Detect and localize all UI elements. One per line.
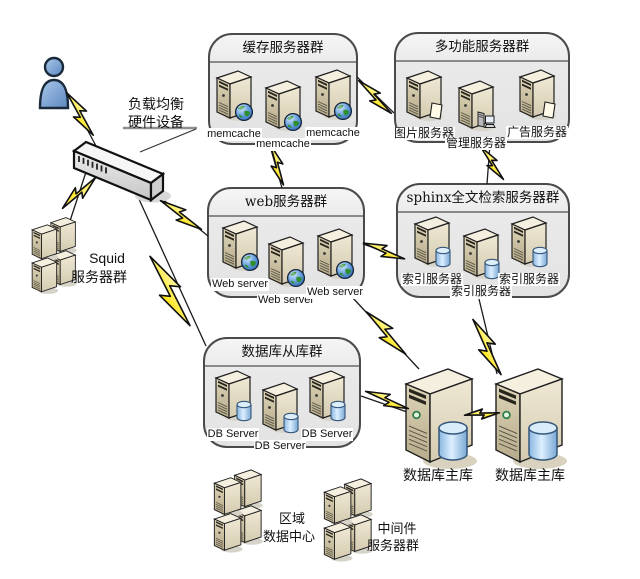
server-tower-icon <box>511 216 549 268</box>
server-tower-icon <box>216 70 254 122</box>
server-tower-icon <box>315 69 353 121</box>
regional-dc-server-stack-icon <box>214 470 262 553</box>
db-master-right-label: 数据库主库 <box>495 468 565 484</box>
globe-icon <box>333 101 353 121</box>
switch-ports <box>78 156 107 174</box>
server-unit: memcache <box>251 76 315 151</box>
line-web-to-sphinx <box>362 243 399 257</box>
server-tower-icon <box>519 69 557 121</box>
lightning-bolt-icon <box>464 314 510 380</box>
database-cylinder-icon <box>435 246 451 268</box>
server-unit: DB Server <box>295 366 359 441</box>
load-balancer-label-line2: 硬件设备 <box>128 115 184 131</box>
line-web-to-db-master-left <box>351 296 420 370</box>
server-label: DB Server <box>300 428 354 441</box>
server-unit: Web server <box>303 224 367 299</box>
network-switch-icon <box>71 140 171 203</box>
cluster-cache-title: 缓存服务器群 <box>210 35 356 63</box>
server-label: Web server <box>210 278 270 291</box>
globe-icon <box>283 112 303 132</box>
middleware-server-stack-icon <box>324 479 372 562</box>
database-cylinder-icon <box>330 400 346 422</box>
server-tower-icon <box>463 228 501 280</box>
lightning-bolt-icon <box>463 407 501 421</box>
server-unit: 索引服务器 <box>400 212 464 287</box>
server-unit: 广告服务器 <box>505 65 569 140</box>
server-label: memcache <box>305 127 361 140</box>
db-master-right-icon <box>495 368 568 470</box>
user-icon <box>38 56 70 110</box>
server-unit: DB Server <box>201 366 265 441</box>
db-master-left-icon <box>405 368 478 470</box>
server-tower-icon <box>262 382 300 434</box>
server-label: 图片服务器 <box>392 126 455 140</box>
server-unit: 索引服务器 <box>449 224 513 299</box>
database-cylinder-icon <box>532 246 548 268</box>
cluster-multifunction-title: 多功能服务器群 <box>396 34 568 62</box>
middleware-label-line2: 服务器群 <box>366 539 420 554</box>
server-unit: memcache <box>301 65 365 140</box>
globe-icon <box>335 260 355 280</box>
lightning-bolt-icon <box>139 250 201 332</box>
server-tower-icon <box>215 370 253 422</box>
db-master-left-label: 数据库主库 <box>403 468 473 484</box>
line-switch-to-squid <box>69 171 87 222</box>
lightning-bolt-icon <box>60 88 100 140</box>
server-unit: DB Server <box>248 378 312 453</box>
server-unit: 管理服务器 <box>444 76 508 151</box>
server-tower-icon <box>414 216 452 268</box>
cluster-db-slave-title: 数据库从库群 <box>205 339 359 367</box>
lightning-bolt-icon <box>362 385 412 415</box>
server-label: DB Server <box>253 440 307 453</box>
lightning-bolt-icon <box>359 305 413 361</box>
load-balancer-label-line1: 负载均衡 <box>128 97 184 113</box>
line-sphinx-to-db-master-right <box>478 298 498 375</box>
squid-label-line2: 服务器群 <box>71 270 127 286</box>
server-unit: 图片服务器 <box>392 66 456 141</box>
server-unit: Web server <box>208 216 272 291</box>
globe-icon <box>286 268 306 288</box>
server-label: memcache <box>206 128 262 141</box>
server-tower-icon <box>265 80 303 132</box>
server-unit: Web server <box>254 232 318 307</box>
globe-icon <box>234 102 254 122</box>
server-unit: 索引服务器 <box>497 212 561 287</box>
server-tower-icon <box>309 370 347 422</box>
document-icon <box>542 101 556 119</box>
line-user-to-switch <box>69 96 97 147</box>
line-cache-to-web <box>269 145 283 189</box>
squid-label-line1: Squid <box>89 250 125 266</box>
server-tower-icon <box>317 228 355 280</box>
load-balancer-callout-line <box>139 128 197 153</box>
middleware-label-line1: 中间件 <box>377 522 417 537</box>
server-tower-icon <box>458 80 496 132</box>
line-db-slave-to-db-master-left <box>360 395 411 414</box>
server-label: 索引服务器 <box>449 284 512 298</box>
server-label: DB Server <box>206 428 260 441</box>
server-label: 管理服务器 <box>444 136 507 150</box>
lightning-bolt-icon <box>57 172 101 214</box>
server-label: 索引服务器 <box>497 272 560 286</box>
server-label: Web server <box>256 294 316 307</box>
server-label: memcache <box>255 138 311 151</box>
line-switch-to-db-slave <box>137 196 207 347</box>
server-tower-icon <box>268 236 306 288</box>
server-label: Web server <box>305 286 365 299</box>
cluster-web-title: web服务器群 <box>209 189 363 217</box>
document-icon <box>429 102 443 120</box>
lightning-bolt-icon <box>156 194 206 236</box>
regional-dc-label-line2: 数据中心 <box>262 530 316 545</box>
line-switch-to-web <box>149 188 209 237</box>
server-tower-icon <box>406 70 444 122</box>
server-label: 索引服务器 <box>400 272 463 286</box>
server-label: 广告服务器 <box>505 125 568 139</box>
server-unit: memcache <box>202 66 266 141</box>
regional-dc-label-line1: 区域 <box>278 512 306 527</box>
cluster-sphinx-title: sphinx全文检索服务器群 <box>398 185 568 213</box>
